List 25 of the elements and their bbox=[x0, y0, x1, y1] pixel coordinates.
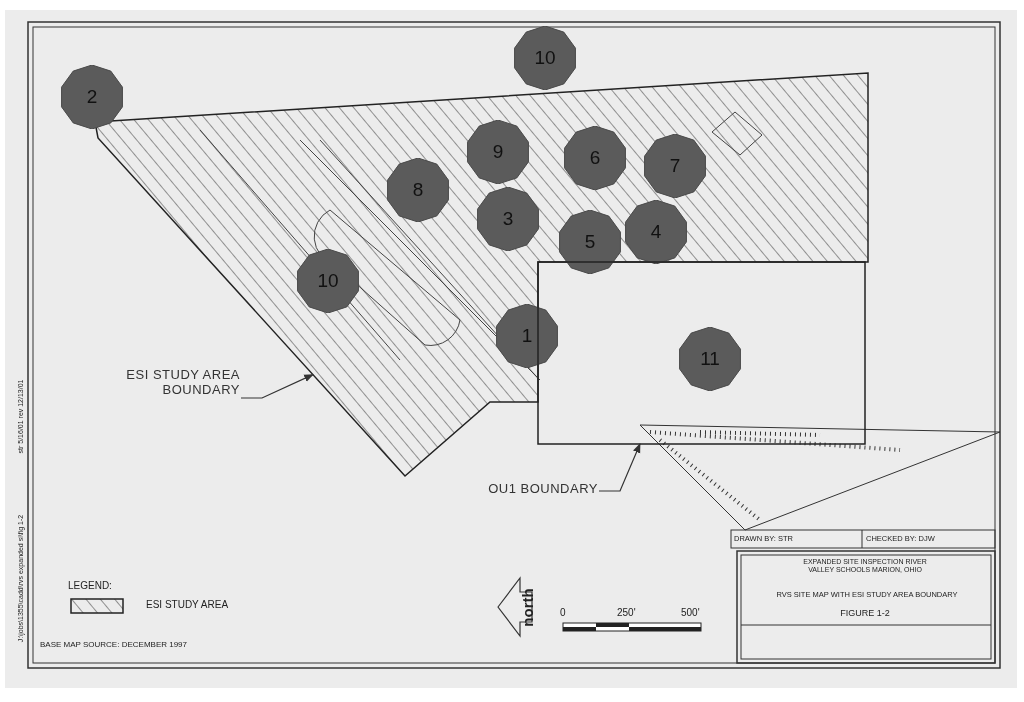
scale-label: 500' bbox=[681, 607, 700, 619]
sample-location-marker: 9 bbox=[466, 120, 530, 184]
leader-line bbox=[240, 374, 314, 399]
sample-location-marker: 11 bbox=[678, 327, 742, 391]
north-label: north bbox=[519, 586, 535, 629]
sample-location-marker: 1 bbox=[495, 304, 559, 368]
note-text: LEGEND: bbox=[68, 580, 112, 592]
note-text: BASE MAP SOURCE: DECEMBER 1997 bbox=[40, 640, 188, 650]
sample-location-marker: 6 bbox=[563, 126, 627, 190]
sample-location-marker: 10 bbox=[296, 249, 360, 313]
callout-label: ESI STUDY AREA BOUNDARY bbox=[100, 368, 240, 398]
sample-location-marker: 5 bbox=[558, 210, 622, 274]
ou1-boundary-outline bbox=[538, 262, 865, 444]
scale-label: 0 bbox=[560, 607, 566, 619]
sample-location-marker: 2 bbox=[60, 65, 124, 129]
sample-location-marker: 10 bbox=[513, 26, 577, 90]
note-text: FIGURE 1-2 bbox=[839, 608, 891, 619]
sample-location-marker: 4 bbox=[624, 200, 688, 264]
sample-location-marker: 3 bbox=[476, 187, 540, 251]
sample-location-marker: 7 bbox=[643, 134, 707, 198]
callout-label: OU1 BOUNDARY bbox=[470, 482, 598, 497]
legend-text: ESI STUDY AREA bbox=[146, 599, 229, 611]
scale-label: 250' bbox=[617, 607, 636, 619]
sample-location-marker: 8 bbox=[386, 158, 450, 222]
leader-line bbox=[598, 443, 641, 492]
